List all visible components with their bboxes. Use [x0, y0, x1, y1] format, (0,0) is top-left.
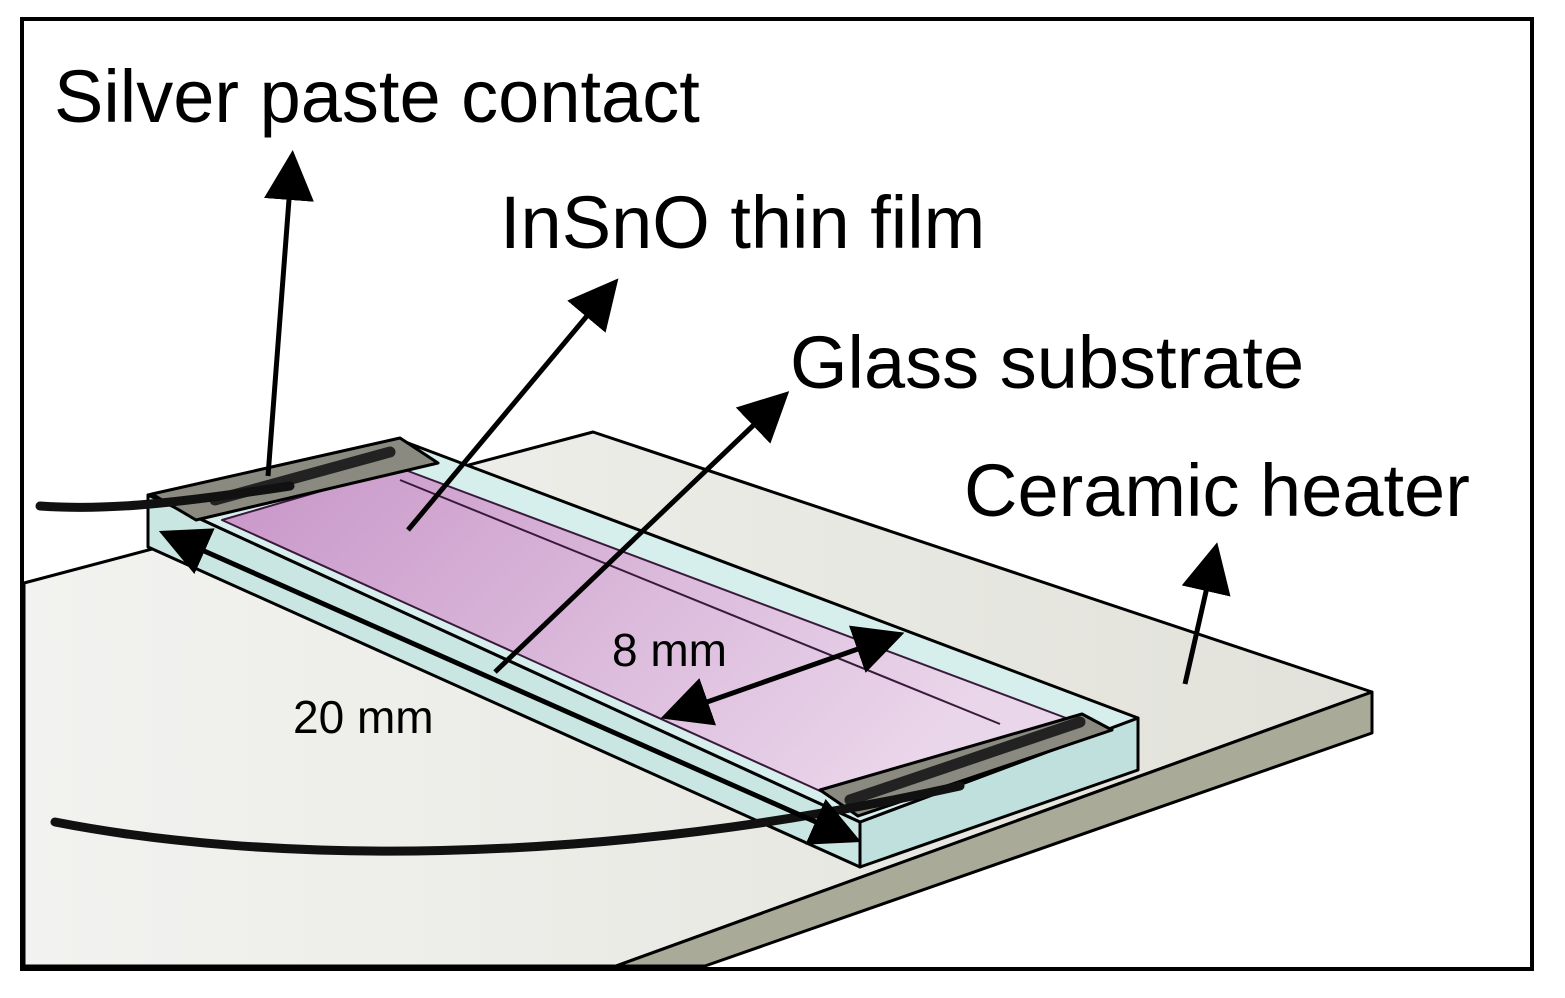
- insno-film-leader-arrow: [406, 278, 619, 532]
- ceramic-heater-label: Ceramic heater: [964, 449, 1470, 532]
- glass-substrate-label: Glass substrate: [790, 321, 1304, 404]
- wire-top: [35, 481, 295, 512]
- length-dimension-label: 20 mm: [293, 691, 434, 743]
- width-dimension-label: 8 mm: [612, 624, 727, 676]
- ceramic-heater-leader-arrow: [1181, 542, 1231, 685]
- width-dimension-arrow: [660, 625, 905, 726]
- length-dimension-arrow: [158, 528, 862, 845]
- ceramic-heater-edge: [614, 690, 1374, 968]
- glass-substrate-leader-arrow: [493, 391, 790, 674]
- silver-paste-contact-label: Silver paste contact: [54, 55, 700, 138]
- silver-paste-leader-arrow: [264, 150, 314, 477]
- insno-thin-film-label: InSnO thin film: [500, 181, 985, 264]
